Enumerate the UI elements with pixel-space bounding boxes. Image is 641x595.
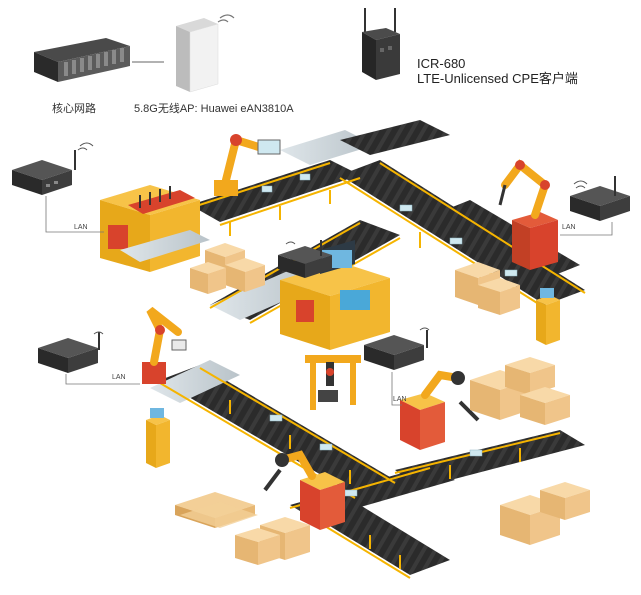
belt-top-b [340, 120, 450, 155]
lan-lines [45, 196, 613, 406]
robot-arm-left [142, 306, 187, 384]
kiosks [146, 288, 560, 468]
belt-lower-rollers [150, 360, 240, 403]
pallet [175, 492, 258, 528]
cpe-router-right-top [570, 176, 630, 221]
boxes-bottom-center [235, 517, 310, 565]
boxes-left-top [190, 243, 265, 294]
cpe-router-left-top [12, 142, 94, 195]
lan-label-right-top: LAN [562, 224, 576, 231]
wireless-ap-device [176, 14, 235, 93]
robot-arm-lower-right [400, 370, 480, 450]
belt-top-a [190, 160, 360, 222]
cpe-router-mid-right [364, 327, 430, 370]
robot-arm-top [214, 134, 281, 196]
cpe-router-center [278, 240, 332, 278]
core-network-server [34, 38, 130, 82]
boxes-right [455, 262, 520, 315]
lan-label-mid-right: LAN [393, 396, 407, 403]
cpe-model-label: ICR-680 [417, 56, 466, 71]
gantry-middle [305, 355, 361, 410]
boxes-bottom-right [500, 482, 590, 545]
lan-label-left-mid: LAN [112, 374, 126, 381]
belt-packages [261, 173, 518, 497]
machine-left [100, 185, 210, 272]
core-network-label: 核心网路 [52, 103, 96, 115]
cardboard-boxes [175, 243, 590, 565]
cpe-router-top [362, 8, 400, 80]
cpe-description-label: LTE-Unlicensed CPE客户端 [417, 71, 578, 86]
belt-bottom-left [320, 505, 450, 575]
boxes-right-lower [470, 357, 570, 425]
robot-arm-bottom [263, 450, 345, 530]
robot-arm-right [498, 159, 558, 270]
frame-legs [229, 190, 541, 569]
machine-center [280, 240, 390, 350]
lan-label-left-top: LAN [74, 224, 88, 231]
belt-lower-left [160, 365, 395, 495]
cpe-router-left-mid [38, 331, 104, 373]
ap-label: 5.8G无线AP: Huawei eAN3810A [134, 103, 294, 115]
